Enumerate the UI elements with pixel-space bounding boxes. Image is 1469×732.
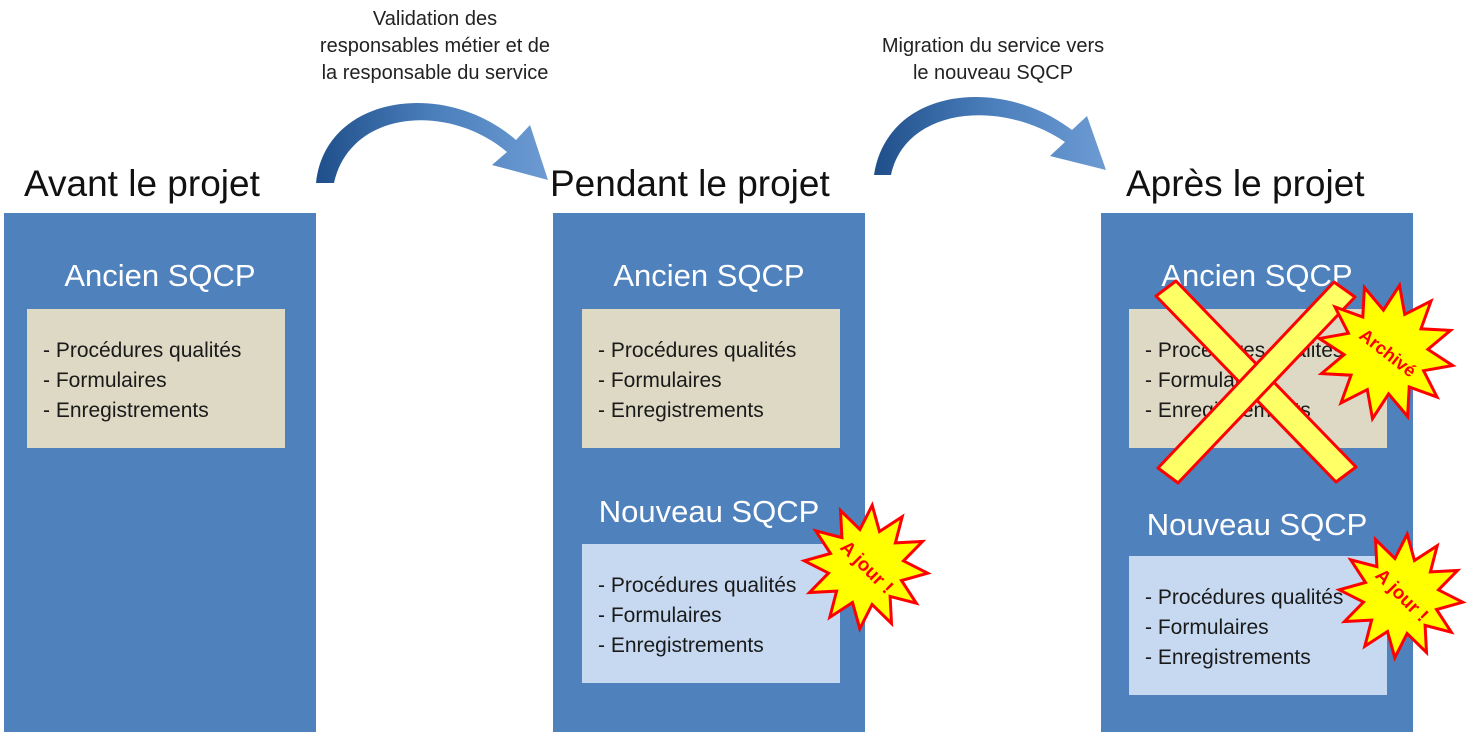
- old-system-title: Ancien SQCP: [64, 258, 256, 293]
- list-item: - Enregistrements: [598, 634, 764, 657]
- new-system-box: - Procédures qualités - Formulaires - En…: [1129, 556, 1387, 695]
- list-item: - Procédures qualités: [598, 339, 797, 362]
- phase-column-during: Ancien SQCP - Procédures qualités - Form…: [553, 213, 865, 732]
- phase-title-after: Après le projet: [1126, 163, 1365, 204]
- old-system-box: - Procédures qualités - Formulaires - En…: [27, 309, 285, 448]
- phase-column-after: Ancien SQCP - Procédures qualités - Form…: [1101, 213, 1413, 732]
- list-item: - Formulaires: [1145, 616, 1269, 639]
- phase-column-before: Ancien SQCP - Procédures qualités - Form…: [4, 213, 316, 732]
- new-system-box: - Procédures qualités - Formulaires - En…: [582, 544, 840, 683]
- new-system-title: Nouveau SQCP: [1146, 507, 1368, 542]
- up-to-date-burst-badge-after: A jour !: [1335, 530, 1467, 662]
- new-system-title: Nouveau SQCP: [598, 494, 820, 529]
- archive-burst-badge: Archivé: [1315, 281, 1457, 423]
- caption-line: le nouveau SQCP: [912, 62, 1074, 84]
- arrow-1: [316, 103, 548, 183]
- old-system-box: - Procédures qualités - Formulaires - En…: [582, 309, 840, 448]
- list-item: - Procédures qualités: [1145, 586, 1344, 609]
- arrow-2: [874, 97, 1106, 175]
- list-item: - Procédures qualités: [598, 574, 797, 597]
- list-item: - Enregistrements: [43, 399, 209, 422]
- transition-caption-1: Validation des responsables métier et de…: [285, 6, 585, 87]
- cross-out-icon: [1154, 279, 1358, 485]
- list-item: - Procédures qualités: [43, 339, 242, 362]
- list-item: - Formulaires: [598, 369, 722, 392]
- old-system-title: Ancien SQCP: [1161, 258, 1353, 293]
- list-item: - Enregistrements: [1145, 646, 1311, 669]
- caption-line: responsables métier et de: [319, 35, 551, 57]
- caption-line: Validation des: [372, 8, 498, 30]
- transition-caption-2: Migration du service vers le nouveau SQC…: [843, 33, 1143, 87]
- caption-line: la responsable du service: [321, 62, 549, 84]
- list-item: - Formulaires: [43, 369, 167, 392]
- caption-line: Migration du service vers: [881, 35, 1105, 57]
- old-system-title: Ancien SQCP: [613, 258, 805, 293]
- up-to-date-burst-badge-during: A jour !: [800, 501, 932, 633]
- phase-title-before: Avant le projet: [24, 163, 260, 204]
- phase-title-during: Pendant le projet: [550, 163, 830, 204]
- list-item: - Enregistrements: [598, 399, 764, 422]
- list-item: - Formulaires: [598, 604, 722, 627]
